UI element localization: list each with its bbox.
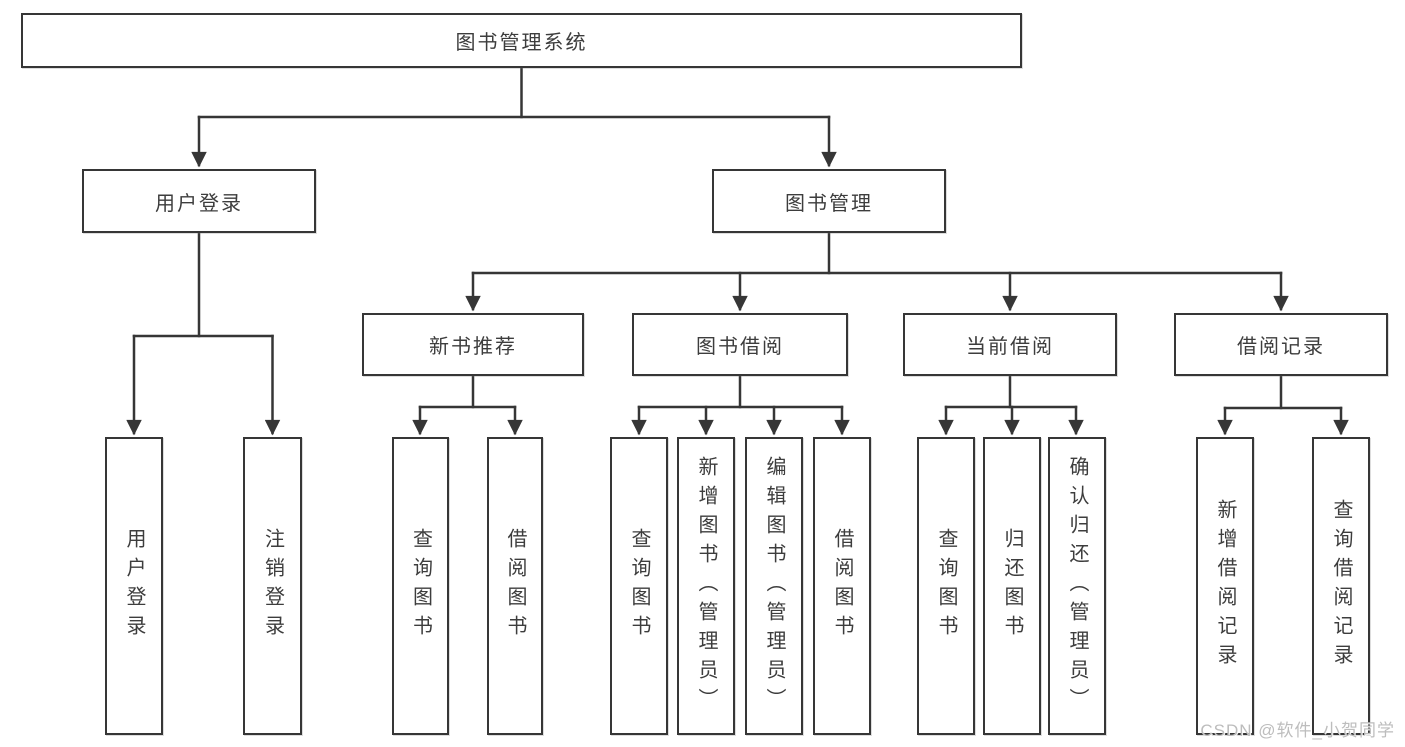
leaf-borrow-books: 借阅图书	[487, 437, 543, 735]
connector-book-borrow-to-leaves	[631, 374, 850, 436]
node-book-borrowing: 图书借阅	[632, 313, 848, 376]
node-label: 图书借阅	[696, 336, 784, 358]
node-user-login: 用户登录	[82, 169, 316, 233]
node-label: 新增借阅记录	[1214, 499, 1236, 673]
node-label: 查询图书	[935, 528, 957, 644]
node-label: 用户登录	[155, 192, 243, 215]
node-label: 图书管理系统	[455, 32, 588, 54]
node-library-management-system: 图书管理系统	[21, 13, 1022, 68]
node-label: 当前借阅	[966, 336, 1054, 358]
node-label: 用户登录	[123, 528, 145, 644]
leaf-borrow-books: 借阅图书	[813, 437, 871, 735]
csdn-watermark: CSDN @软件_小贺同学	[1200, 721, 1395, 740]
node-label: 查询图书	[628, 528, 650, 644]
leaf-query-books: 查询图书	[917, 437, 975, 735]
node-current-borrowing: 当前借阅	[903, 313, 1117, 376]
node-label: 确认归还（管理员）	[1066, 455, 1088, 717]
node-borrowing-records: 借阅记录	[1174, 313, 1388, 376]
leaf-return-books: 归还图书	[983, 437, 1041, 735]
leaf-logout: 注销登录	[243, 437, 302, 735]
node-label: 借阅记录	[1237, 336, 1325, 358]
node-label: 借阅图书	[504, 528, 526, 644]
leaf-query-borrow-record: 查询借阅记录	[1312, 437, 1370, 735]
node-label: 借阅图书	[831, 528, 853, 644]
leaf-user-login: 用户登录	[105, 437, 163, 735]
connector-borrow-records-to-leaves	[1217, 374, 1349, 436]
connector-new-book-rec-to-leaves	[412, 374, 523, 436]
node-new-book-recommendation: 新书推荐	[362, 313, 584, 376]
leaf-query-books: 查询图书	[392, 437, 449, 735]
leaf-edit-books-admin: 编辑图书（管理员）	[745, 437, 803, 735]
node-book-management: 图书管理	[712, 169, 946, 233]
leaf-query-books: 查询图书	[610, 437, 668, 735]
leaf-add-borrow-record: 新增借阅记录	[1196, 437, 1254, 735]
node-label: 新书推荐	[429, 336, 517, 358]
node-label: 图书管理	[785, 192, 873, 215]
node-label: 查询借阅记录	[1330, 499, 1352, 673]
connector-book-mgmt-to-level3	[465, 231, 1289, 312]
connector-current-borrow-to-leaves	[938, 374, 1084, 436]
node-label: 查询图书	[409, 528, 432, 644]
connector-root-to-level2	[191, 66, 837, 168]
node-label: 编辑图书（管理员）	[763, 455, 785, 717]
node-label: 归还图书	[1001, 528, 1023, 644]
leaf-add-books-admin: 新增图书（管理员）	[677, 437, 735, 735]
leaf-confirm-return-admin: 确认归还（管理员）	[1048, 437, 1106, 735]
connector-user-login-to-leaves	[126, 231, 281, 436]
node-label: 注销登录	[261, 528, 284, 644]
node-label: 新增图书（管理员）	[695, 455, 717, 717]
